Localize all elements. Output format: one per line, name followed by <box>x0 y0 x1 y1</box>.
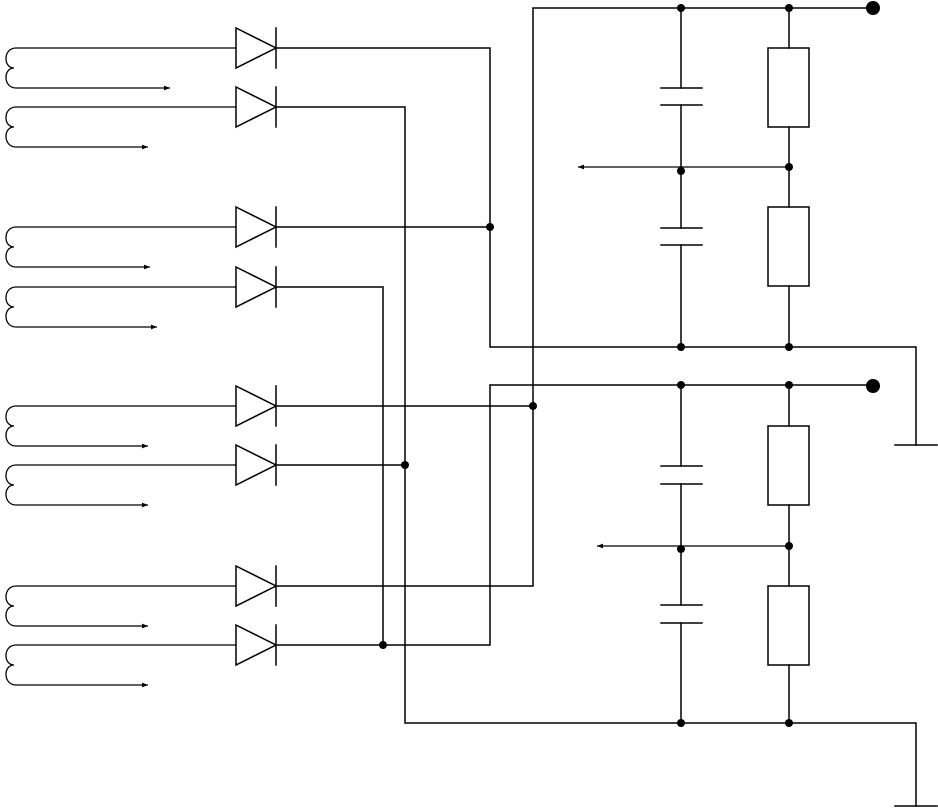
inductor-coil-4 <box>5 286 236 328</box>
inductor-coil-3 <box>5 226 236 268</box>
junction-dot <box>785 343 793 351</box>
junction-dot <box>677 167 685 175</box>
junction-dot <box>529 402 537 410</box>
inductor-coil-6 <box>5 464 236 506</box>
diode-6 <box>235 443 278 487</box>
bus-d7 <box>275 7 875 587</box>
junction-dot <box>785 381 793 389</box>
lower-rc-network <box>597 384 810 724</box>
bus-d4 <box>275 286 384 646</box>
junctions <box>379 1 880 727</box>
diode-2 <box>235 85 278 129</box>
input-channels <box>5 26 278 688</box>
junction-dot <box>785 719 793 727</box>
junction-dot <box>401 461 409 469</box>
diode-output-buses <box>275 7 917 807</box>
ground-symbols <box>894 444 938 807</box>
junction-dot <box>785 542 793 550</box>
junction-dot <box>677 545 685 553</box>
junction-dot <box>486 223 494 231</box>
junction-dot <box>677 381 685 389</box>
lower-resistor-2 <box>767 585 810 666</box>
lower-resistor-1 <box>767 425 810 506</box>
diode-3 <box>235 205 278 249</box>
junction-dot <box>379 641 387 649</box>
junction-dot <box>677 4 685 12</box>
inductor-coil-2 <box>5 106 236 148</box>
diode-5 <box>235 384 278 428</box>
junction-dot <box>785 163 793 171</box>
bus-d2 <box>275 106 917 807</box>
output-terminal-lower <box>866 379 880 393</box>
upper-resistor-2 <box>767 206 810 287</box>
inductor-coil-8 <box>5 644 236 686</box>
upper-resistor-1 <box>767 47 810 128</box>
junction-dot <box>785 4 793 12</box>
inductor-coil-5 <box>5 405 236 447</box>
bus-d8 <box>275 384 875 646</box>
inductor-coil-1 <box>5 47 236 89</box>
junction-dot <box>677 719 685 727</box>
diode-4 <box>235 265 278 309</box>
diode-1 <box>235 26 278 70</box>
bus-d1 <box>275 47 917 446</box>
diode-8 <box>235 623 278 667</box>
inductor-coil-7 <box>5 585 236 627</box>
junction-dot <box>677 343 685 351</box>
upper-rc-network <box>578 7 810 348</box>
diode-7 <box>235 564 278 608</box>
output-terminal-upper <box>866 1 880 15</box>
